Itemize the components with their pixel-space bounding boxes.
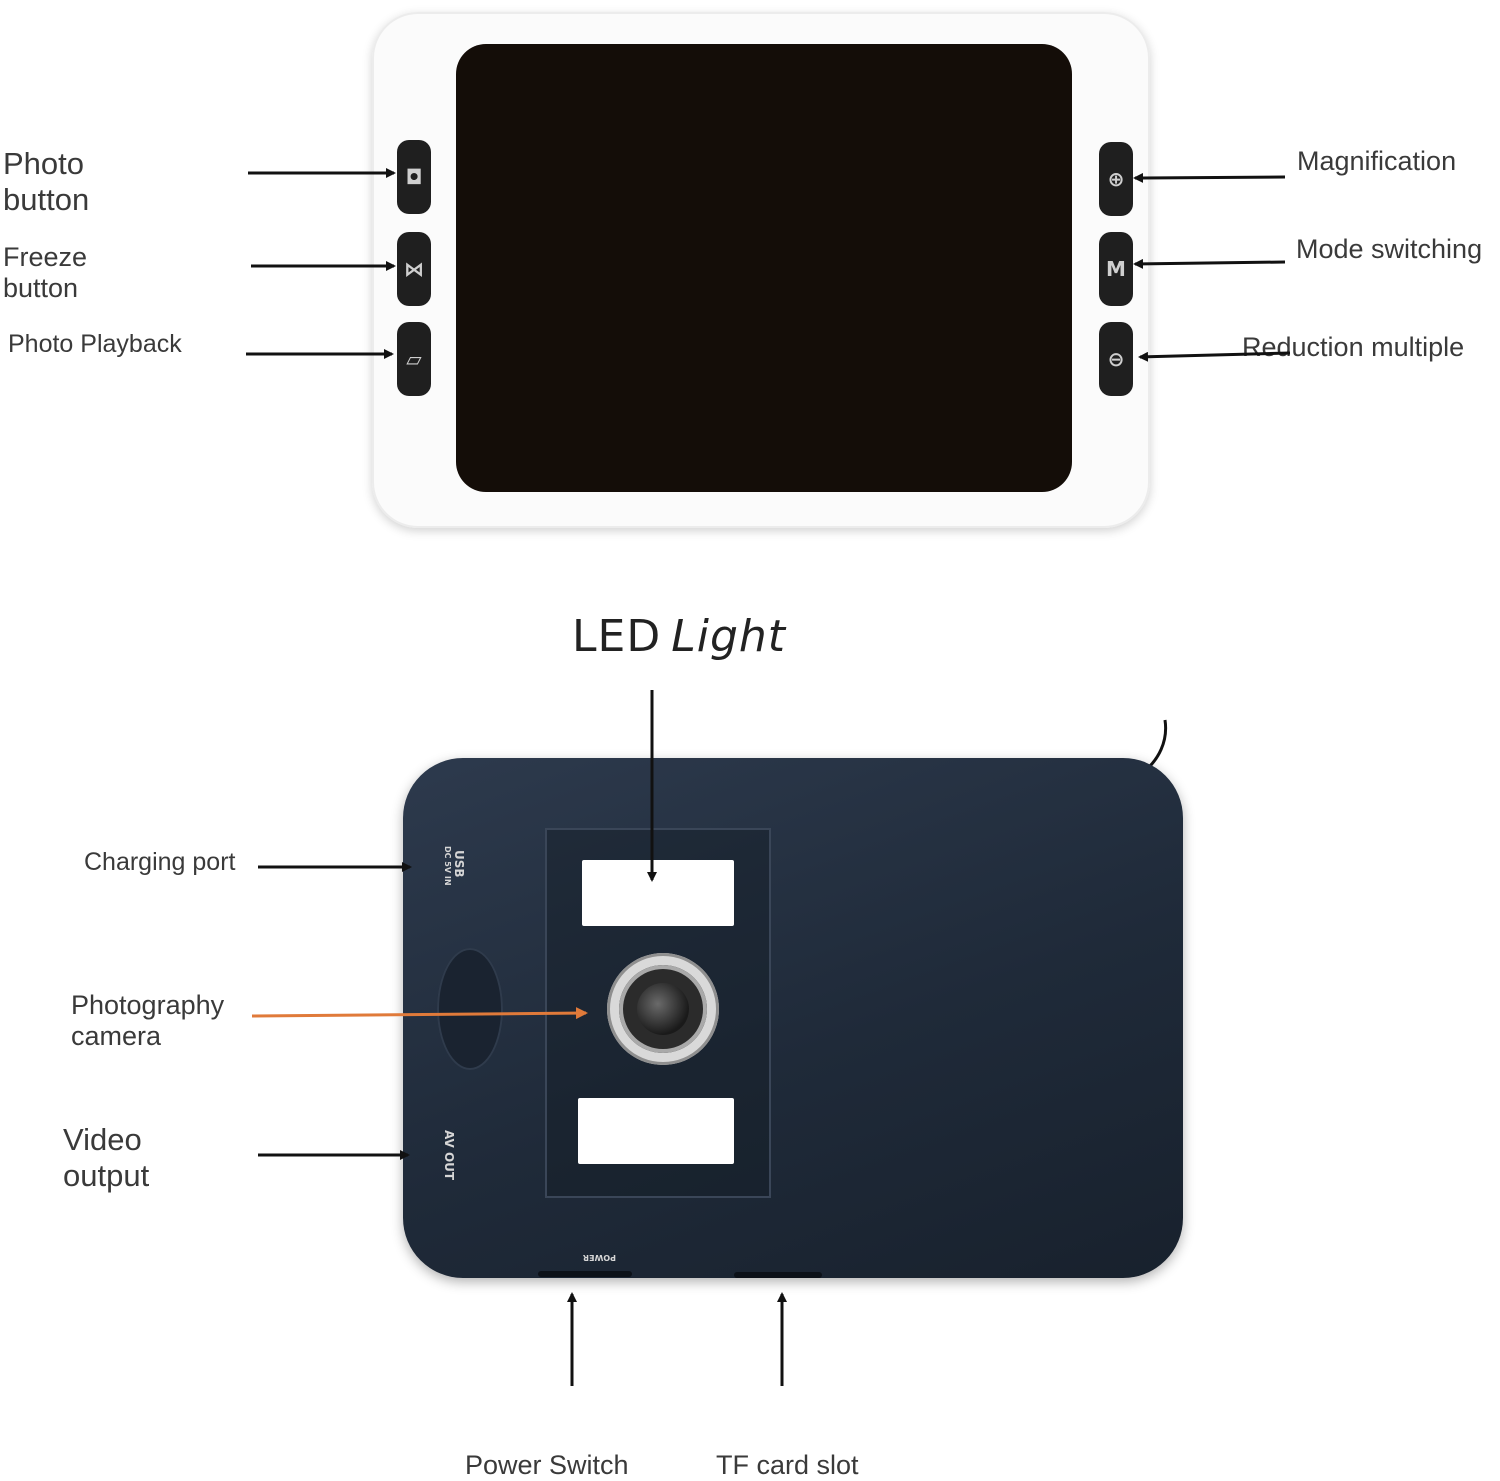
magnification-button[interactable]: ⊕: [1099, 142, 1133, 216]
led-light-top: [582, 860, 734, 926]
tf-card-slot[interactable]: [734, 1272, 822, 1278]
label-photo-playback: Photo Playback: [8, 330, 182, 358]
playback-icon: ▱: [406, 347, 422, 371]
mode-icon: M: [1106, 257, 1126, 281]
back-device-body: [403, 758, 1183, 1278]
freeze-button[interactable]: ⋈: [397, 232, 431, 306]
label-photo-button: Photo button: [3, 146, 90, 217]
arrow-photography-camera: [251, 1007, 588, 1020]
label-photography-camera: Photography camera: [71, 990, 225, 1052]
speaker-oval: [437, 948, 503, 1070]
led-light-bottom: [578, 1098, 734, 1164]
arrow-reduction-multiple: [1138, 351, 1291, 362]
label-power-switch: Power Switch: [465, 1450, 629, 1480]
label-charging-port: Charging port: [84, 848, 236, 876]
camera-lens: [637, 983, 689, 1035]
freeze-icon: ⋈: [404, 257, 424, 281]
arrow-magnification: [1133, 172, 1286, 183]
reduction-button[interactable]: ⊖: [1099, 322, 1133, 396]
zoom-out-icon: ⊖: [1107, 347, 1125, 371]
display-screen: [456, 44, 1072, 492]
zoom-in-icon: ⊕: [1107, 167, 1125, 191]
mode-switch-button[interactable]: M: [1099, 232, 1133, 306]
photo-playback-button[interactable]: ▱: [397, 322, 431, 396]
label-tf-card-slot: TF card slot: [716, 1450, 859, 1480]
label-freeze-button: Freeze button: [3, 242, 88, 304]
photo-button[interactable]: ◘: [397, 140, 431, 214]
camera-icon: ◘: [405, 165, 423, 189]
label-magnification: Magnification: [1297, 146, 1457, 176]
label-mode-switching: Mode switching: [1296, 234, 1483, 264]
power-switch[interactable]: [538, 1271, 632, 1277]
arrow-mode-switching: [1133, 258, 1286, 269]
label-reduction-multiple: Reduction multiple: [1242, 332, 1465, 362]
label-video-output: Video output: [63, 1122, 150, 1193]
